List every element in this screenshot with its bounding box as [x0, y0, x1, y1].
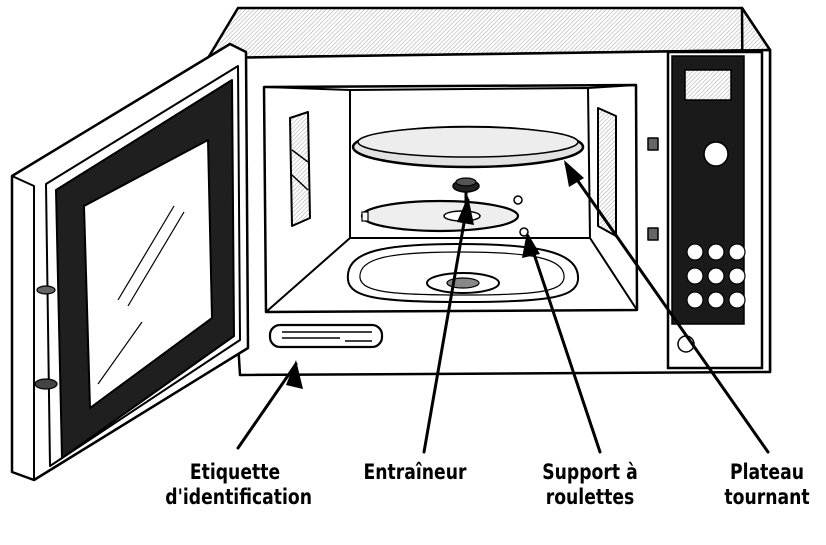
label-plateau: Plateau tournant	[722, 460, 812, 510]
turntable-plate	[353, 127, 583, 167]
label-etiquette-line1: Etiquette	[165, 460, 304, 485]
label-plateau-line1: Plateau	[722, 460, 812, 485]
label-etiquette-line2: d'identification	[165, 485, 304, 510]
label-entraineur-line1: Entraîneur	[358, 460, 473, 485]
identification-plate	[270, 325, 382, 347]
microwave-door	[12, 44, 248, 480]
label-support-line2: roulettes	[537, 485, 644, 510]
label-entraineur: Entraîneur	[358, 460, 473, 485]
label-support: Support à roulettes	[537, 460, 644, 510]
control-panel	[668, 52, 762, 368]
leader-line-etiquette	[238, 364, 296, 448]
label-support-line1: Support à	[537, 460, 644, 485]
label-etiquette: Etiquette d'identification	[165, 460, 304, 510]
label-plateau-line2: tournant	[722, 485, 812, 510]
